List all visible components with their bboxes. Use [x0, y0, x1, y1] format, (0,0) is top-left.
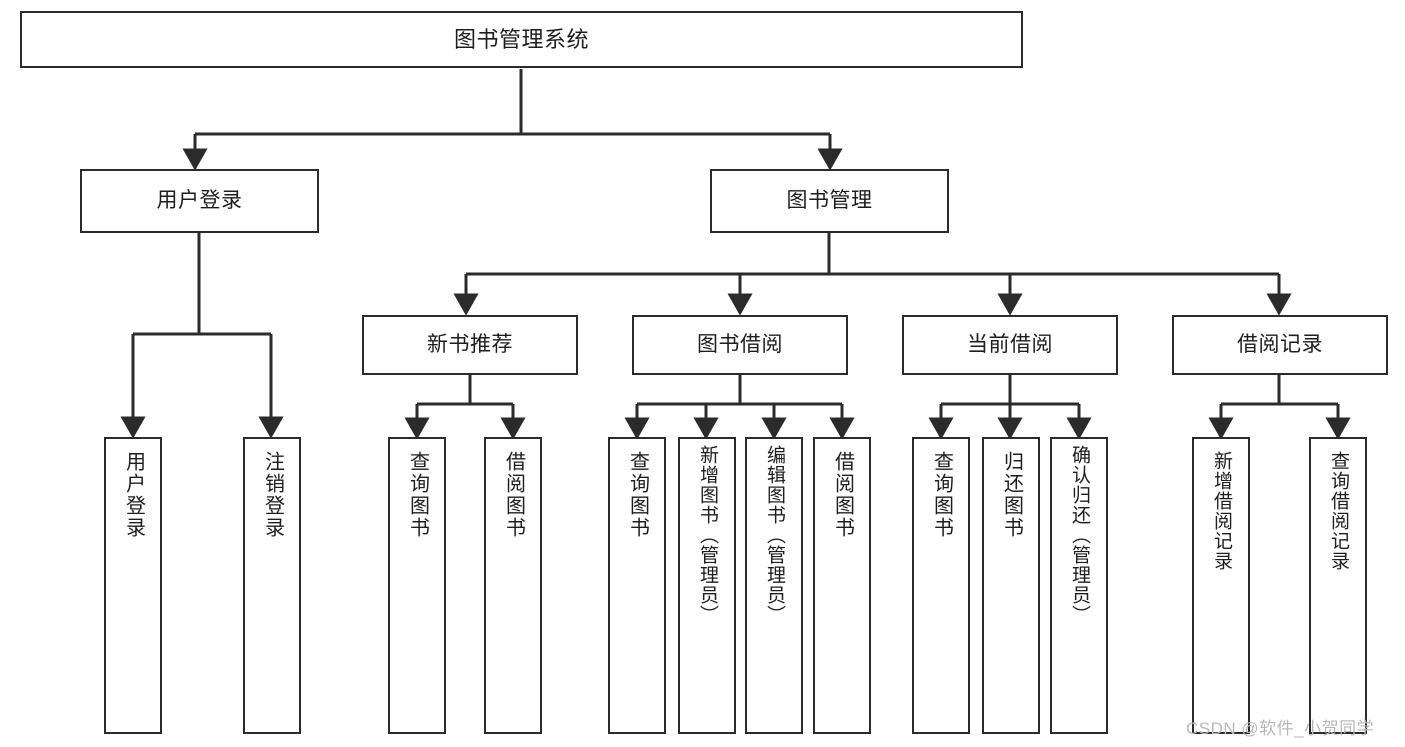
node-root[interactable]: 图书管理系统: [20, 11, 1023, 68]
leaf-book-borrow-borrow-label: 借阅图书: [831, 451, 854, 539]
node-book-borrow[interactable]: 图书借阅: [632, 315, 848, 375]
leaf-current-borrow-confirm[interactable]: 确认归还（管理员）: [1050, 437, 1108, 734]
leaf-book-borrow-add-label: 新增图书（管理员）: [696, 445, 718, 625]
leaf-user-login-login-label: 用户登录: [122, 451, 145, 539]
node-current-borrow-label: 当前借阅: [967, 332, 1053, 356]
leaf-new-book-borrow[interactable]: 借阅图书: [484, 437, 542, 734]
leaf-current-borrow-query[interactable]: 查询图书: [912, 437, 970, 734]
leaf-book-borrow-query[interactable]: 查询图书: [608, 437, 666, 734]
csdn-watermark: CSDN @软件_小贺同学: [1186, 719, 1375, 738]
leaf-book-borrow-query-label: 查询图书: [626, 451, 649, 539]
leaf-borrow-record-add-label: 新增借阅记录: [1210, 451, 1232, 571]
node-user-login-label: 用户登录: [156, 188, 243, 212]
node-user-login[interactable]: 用户登录: [80, 169, 319, 233]
leaf-book-borrow-borrow[interactable]: 借阅图书: [813, 437, 871, 734]
node-root-label: 图书管理系统: [453, 26, 589, 52]
leaf-borrow-record-query-label: 查询借阅记录: [1327, 451, 1349, 571]
node-book-management-label: 图书管理: [786, 188, 873, 212]
node-book-management[interactable]: 图书管理: [710, 169, 949, 233]
leaf-book-borrow-edit[interactable]: 编辑图书（管理员）: [745, 437, 803, 734]
leaf-current-borrow-confirm-label: 确认归还（管理员）: [1068, 445, 1090, 625]
leaf-book-borrow-add[interactable]: 新增图书（管理员）: [678, 437, 736, 734]
leaf-new-book-query-label: 查询图书: [406, 451, 429, 539]
node-new-book-recommend[interactable]: 新书推荐: [362, 315, 578, 375]
node-new-book-recommend-label: 新书推荐: [427, 332, 513, 356]
leaf-current-borrow-return[interactable]: 归还图书: [982, 437, 1040, 734]
leaf-current-borrow-query-label: 查询图书: [930, 451, 953, 539]
leaf-borrow-record-query[interactable]: 查询借阅记录: [1309, 437, 1367, 734]
leaf-user-login-login[interactable]: 用户登录: [104, 437, 162, 734]
leaf-user-login-logout[interactable]: 注销登录: [243, 437, 301, 734]
node-borrow-record[interactable]: 借阅记录: [1172, 315, 1388, 375]
node-book-borrow-label: 图书借阅: [697, 332, 783, 356]
node-current-borrow[interactable]: 当前借阅: [902, 315, 1118, 375]
leaf-user-login-logout-label: 注销登录: [261, 451, 284, 539]
leaf-new-book-query[interactable]: 查询图书: [388, 437, 446, 734]
leaf-current-borrow-return-label: 归还图书: [1000, 451, 1023, 539]
leaf-book-borrow-edit-label: 编辑图书（管理员）: [763, 445, 785, 625]
node-borrow-record-label: 借阅记录: [1237, 332, 1323, 356]
leaf-new-book-borrow-label: 借阅图书: [502, 451, 525, 539]
leaf-borrow-record-add[interactable]: 新增借阅记录: [1192, 437, 1250, 734]
